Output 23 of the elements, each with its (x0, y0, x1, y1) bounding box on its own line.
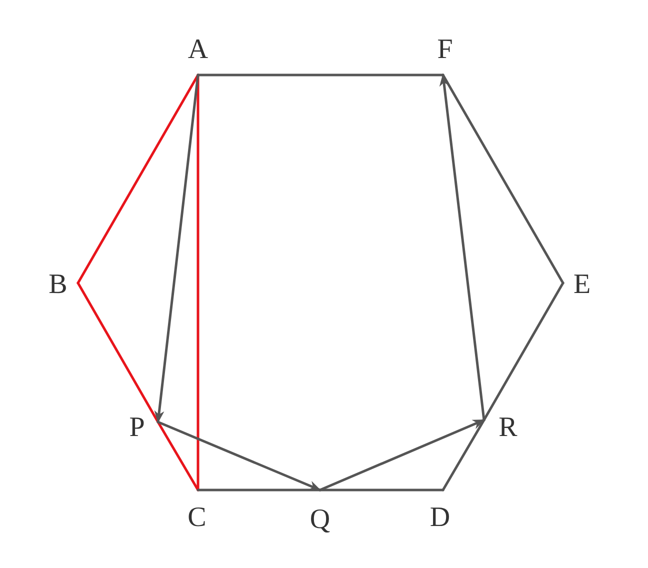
line-segment (156, 420, 200, 492)
point-label: Q (310, 506, 330, 534)
vector-arrow (439, 74, 486, 422)
line-segment (482, 282, 564, 422)
point-label: B (48, 271, 68, 299)
point-label: F (437, 36, 453, 64)
point-label: E (573, 271, 591, 299)
point-label: D (430, 504, 450, 532)
point-label: R (498, 414, 518, 442)
line-segment (196, 488, 322, 492)
vector-arrow (156, 420, 322, 492)
vector-arrow (154, 74, 200, 424)
point-label: C (188, 504, 206, 532)
line-segment (196, 74, 200, 492)
line-segment (196, 74, 444, 76)
line-segment (76, 74, 200, 284)
line-segment (318, 488, 444, 492)
point-label: A (188, 36, 208, 64)
line-segment (442, 74, 564, 284)
vector-arrow (318, 418, 486, 492)
point-label: P (129, 414, 145, 442)
line-segment (76, 282, 160, 424)
line-segment (442, 418, 486, 492)
